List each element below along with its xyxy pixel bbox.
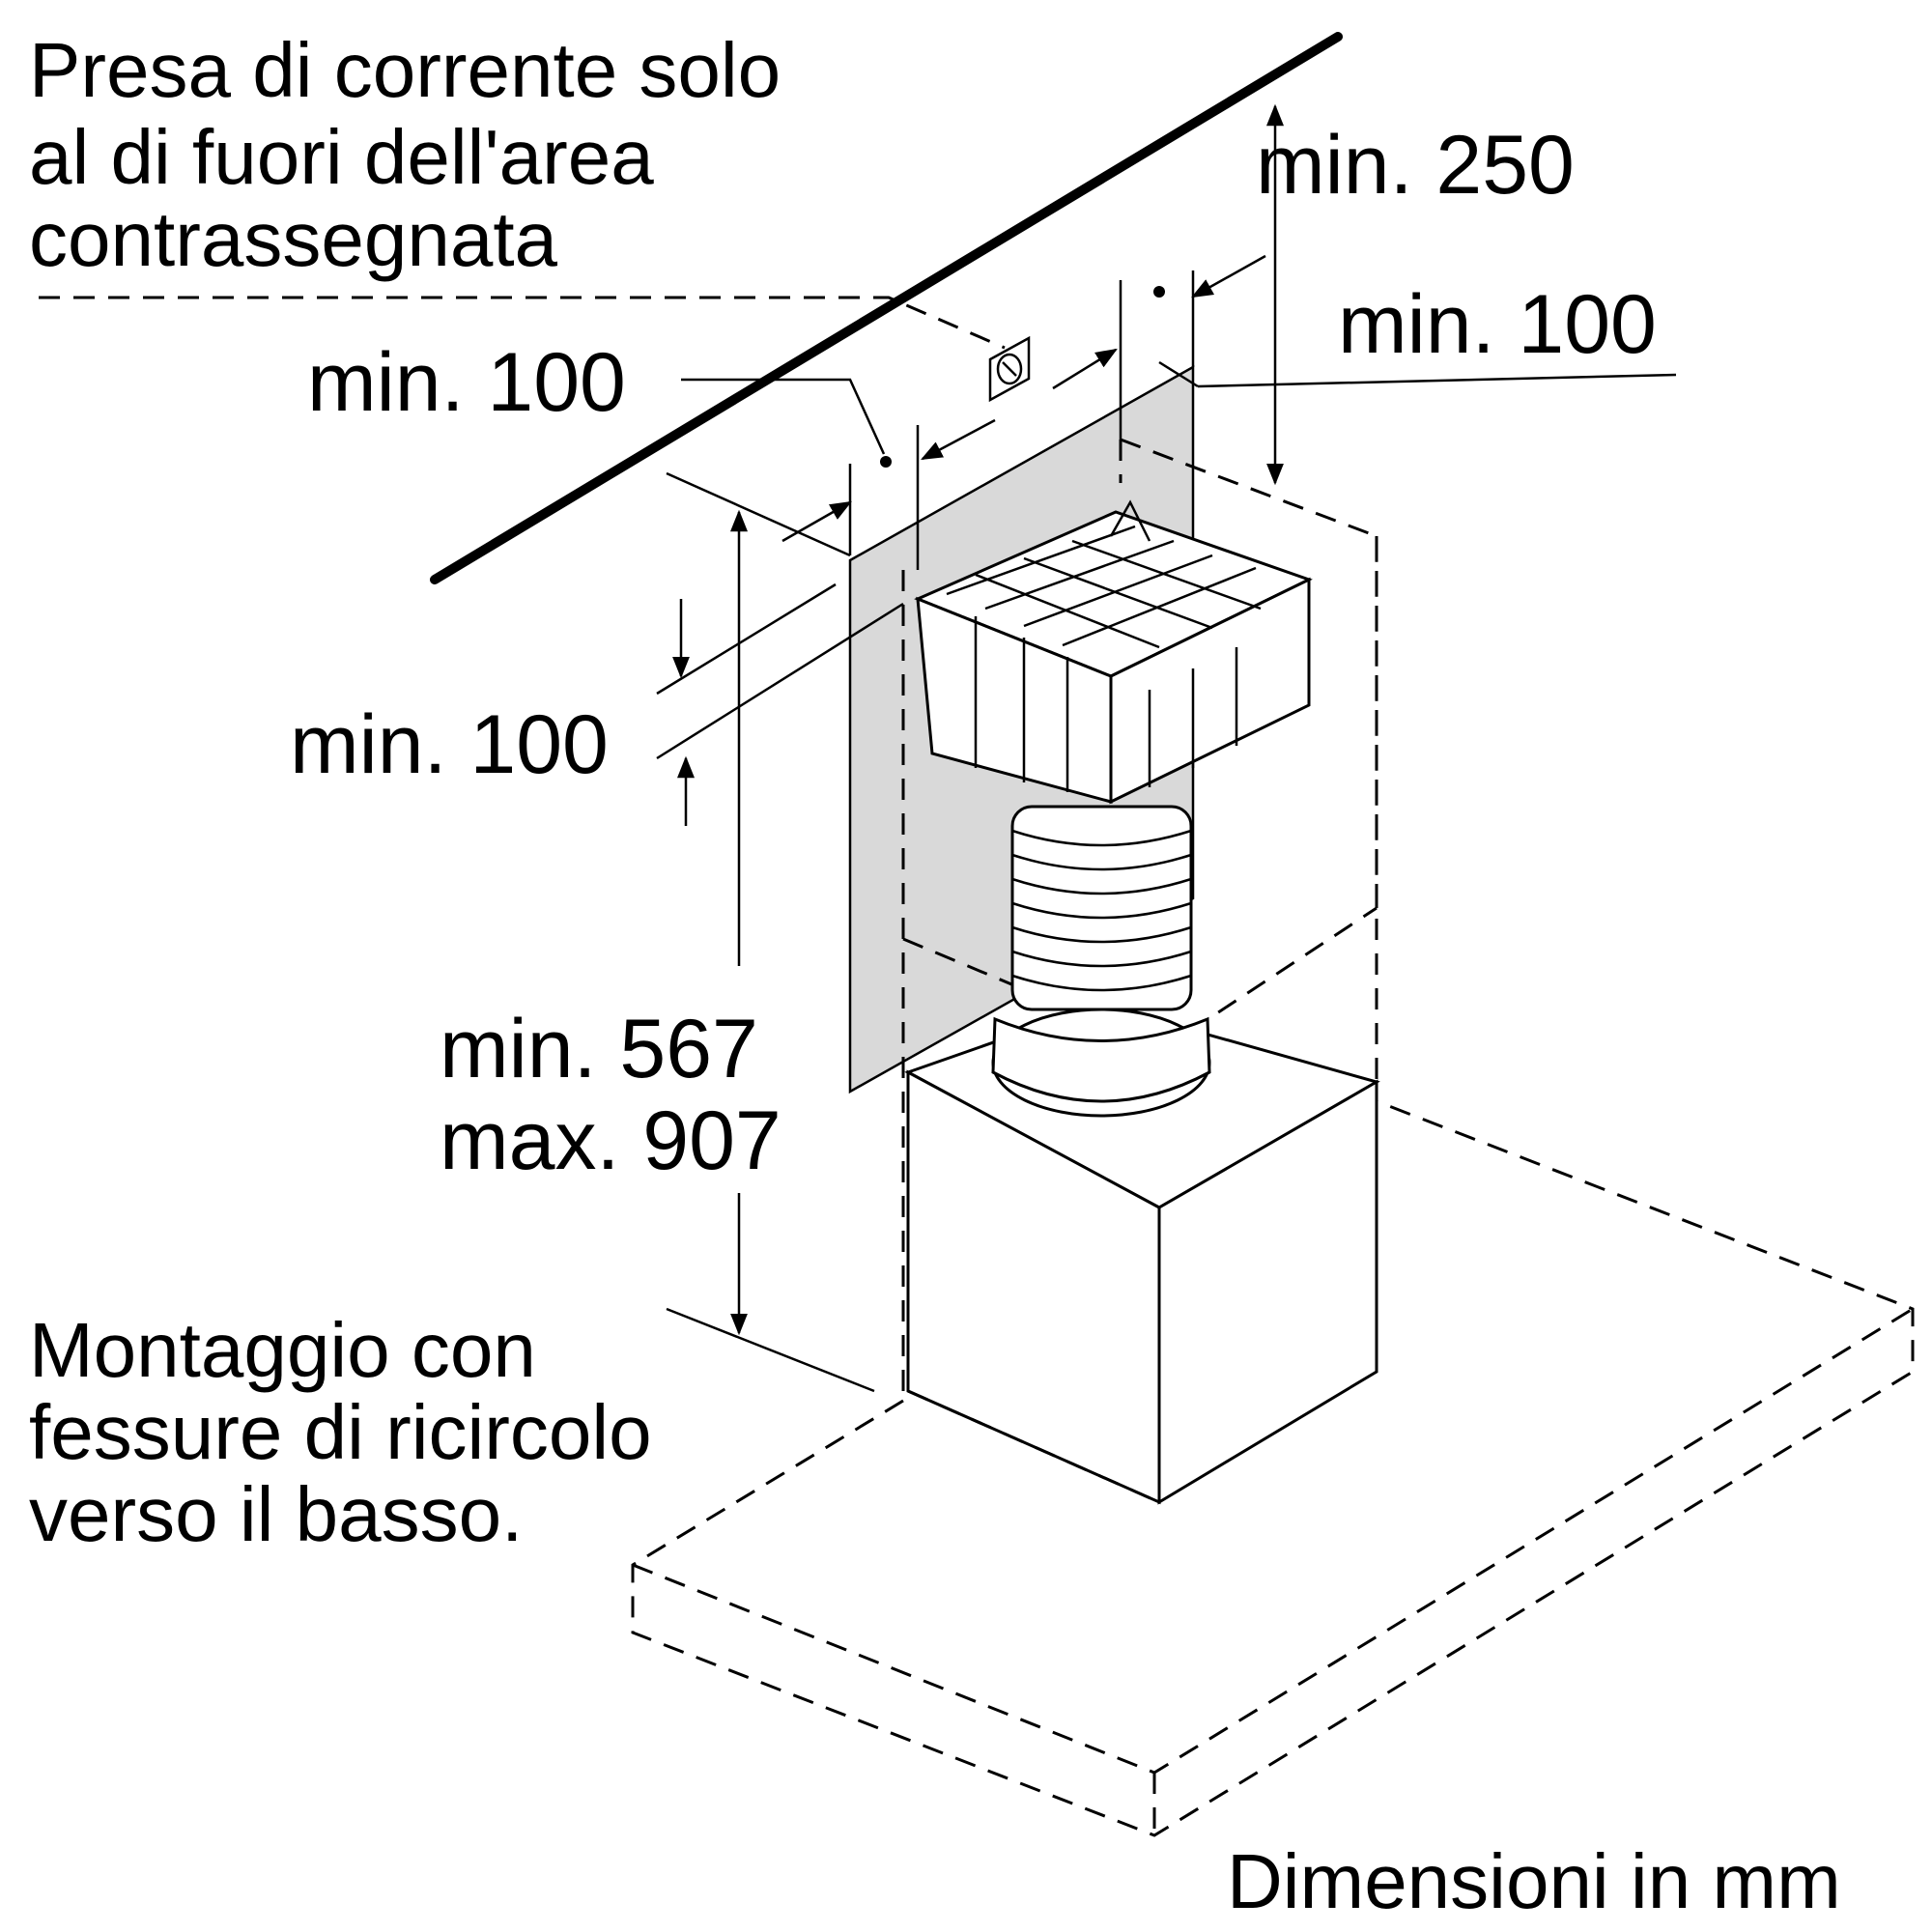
flexible-hose (991, 805, 1211, 1118)
socket-zone-boundary (39, 296, 1006, 350)
canopy-outline (631, 1099, 1915, 1837)
ceiling-min-label: min. 250 (1256, 119, 1575, 212)
mounting-note-line-2: fessure di ricircolo (29, 1389, 652, 1475)
socket-note-line-1: Presa di corrente solo (29, 27, 781, 113)
height-max-label: max. 907 (440, 1094, 781, 1187)
ceiling-edge (430, 32, 1343, 584)
vertical-min-label: min. 100 (290, 698, 609, 791)
recirculation-filter-unit (914, 499, 1313, 805)
left-min-label: min. 100 (307, 336, 626, 429)
mounting-note-line-1: Montaggio con (29, 1307, 536, 1393)
mounting-note-line-3: verso il basso. (29, 1471, 523, 1557)
height-min-label: min. 567 (440, 1003, 758, 1095)
right-min-label: min. 100 (1338, 278, 1657, 371)
socket-note-line-2: al di fuori dell'area (29, 114, 654, 200)
units-note: Dimensioni in mm (1227, 1838, 1841, 1924)
socket-note-line-3: contrassegnata (29, 196, 558, 282)
power-socket-icon (988, 335, 1031, 403)
